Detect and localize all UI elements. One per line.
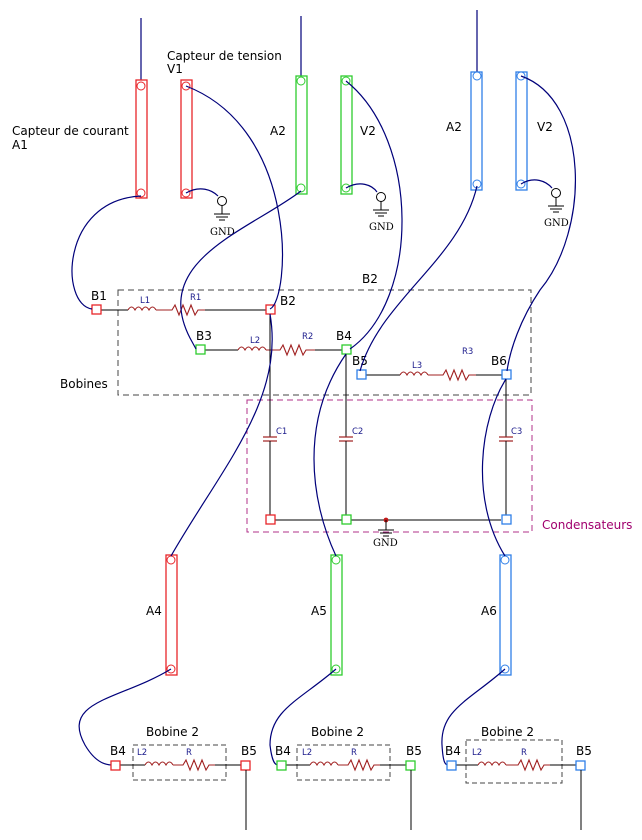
wire-v1-b2 (185, 85, 284, 310)
wire-a2-b5 (359, 185, 478, 372)
label-c3: C3 (511, 427, 522, 437)
bus-node-red (265, 514, 276, 525)
label-l2-red: L2 (137, 748, 147, 758)
label-b5-blue: B5 (576, 744, 592, 758)
node-b4-blue (446, 760, 457, 771)
label-v2-blue: V2 (537, 120, 553, 134)
label-b1: B1 (91, 289, 107, 303)
sensor-a4-red (165, 554, 178, 676)
label-b4-blue: B4 (445, 744, 461, 758)
label-a2-blue: A2 (446, 120, 462, 134)
node-b4-red (110, 760, 121, 771)
sensor-a1-red (135, 79, 148, 199)
wire-a5-b4-green (269, 668, 337, 766)
gnd-label-v1: GND (210, 227, 235, 238)
condensateurs-group-box (246, 399, 533, 533)
label-b5: B5 (352, 354, 368, 368)
label-b4: B4 (336, 329, 352, 343)
label-v1: V1 (167, 62, 183, 76)
label-r-red: R (186, 748, 192, 758)
label-v2-green: V2 (360, 124, 376, 138)
node-b1 (91, 304, 102, 315)
label-b4-red: B4 (110, 744, 126, 758)
sensor-a6-blue (499, 554, 512, 676)
gnd-v2-blue-symbol (520, 179, 564, 213)
label-bobines: Bobines (60, 377, 108, 391)
label-r-green: R (351, 748, 357, 758)
gnd-bus-symbol (378, 517, 394, 537)
capacitor-c3 (499, 379, 513, 515)
label-l2: L2 (250, 336, 260, 346)
label-l2-blue: L2 (472, 748, 482, 758)
bobines-group-box (117, 289, 532, 396)
branch-2 (205, 343, 342, 357)
gnd-label-bus: GND (373, 538, 398, 549)
label-b4-green: B4 (275, 744, 291, 758)
inductor-l1 (127, 306, 157, 312)
sensor-v2-blue (515, 71, 528, 191)
label-bobine2-blue: Bobine 2 (481, 725, 534, 739)
branch-3 (366, 368, 502, 382)
wire-a6-b4-blue (441, 668, 506, 766)
wire-v2-b6 (506, 75, 576, 372)
label-b5-red: B5 (241, 744, 257, 758)
label-b2: B2 (280, 294, 296, 308)
node-b5-red (240, 760, 251, 771)
wire-b6-a6 (481, 378, 507, 557)
gnd-v2-green-symbol (345, 183, 389, 217)
label-capteur-tension: Capteur de tension (167, 49, 282, 63)
gnd-label-v2-blue: GND (544, 218, 569, 229)
wire-a2-b3 (180, 190, 302, 350)
label-r-blue: R (521, 748, 527, 758)
label-c1: C1 (276, 427, 287, 437)
label-bobine2-green: Bobine 2 (311, 725, 364, 739)
label-a4: A4 (146, 604, 162, 618)
sensor-a2-blue (470, 71, 483, 191)
label-a1: A1 (12, 138, 28, 152)
label-bobine2-red: Bobine 2 (146, 725, 199, 739)
label-b6: B6 (491, 354, 507, 368)
gnd-label-v2-green: GND (369, 222, 394, 233)
label-a5: A5 (311, 604, 327, 618)
label-a2-green: A2 (270, 124, 286, 138)
branch-1 (101, 303, 266, 317)
node-b6 (501, 369, 512, 380)
label-b5-green: B5 (406, 744, 422, 758)
label-a6: A6 (481, 604, 497, 618)
label-r1: R1 (190, 293, 201, 303)
label-l1: L1 (140, 296, 150, 306)
label-r2: R2 (302, 332, 313, 342)
gnd-v1-symbol (185, 188, 230, 221)
wire-b4-a5 (313, 353, 347, 557)
label-c2: C2 (352, 427, 363, 437)
label-r3: R3 (462, 347, 473, 357)
wire-v2-b4 (345, 80, 403, 350)
label-l2-green: L2 (302, 748, 312, 758)
capacitor-c2 (339, 354, 353, 515)
capacitor-c1 (263, 314, 277, 515)
node-b4-green (276, 760, 287, 771)
bus-node-blue (501, 514, 512, 525)
label-condensateurs: Condensateurs (542, 518, 632, 532)
label-l3: L3 (412, 361, 422, 371)
wire-b2-a4 (170, 313, 273, 557)
sensor-v2-green (340, 75, 353, 195)
wire-a4-b4-red (78, 668, 172, 766)
sensor-v1-red (180, 79, 193, 199)
wire-a1-b1 (71, 195, 142, 310)
resistor-r1 (156, 303, 205, 317)
node-b4 (341, 344, 352, 355)
node-b3 (195, 344, 206, 355)
label-b2-top: B2 (362, 272, 378, 286)
sensor-a5-green (330, 554, 343, 676)
label-b3: B3 (196, 329, 212, 343)
node-b5 (356, 369, 367, 380)
label-capteur-courant: Capteur de courant (12, 124, 129, 138)
node-b5-green (405, 760, 416, 771)
bus-node-green (341, 514, 352, 525)
bobine2-box-blue (465, 739, 563, 784)
node-b5-blue (575, 760, 586, 771)
sensor-a2-green (295, 75, 308, 195)
